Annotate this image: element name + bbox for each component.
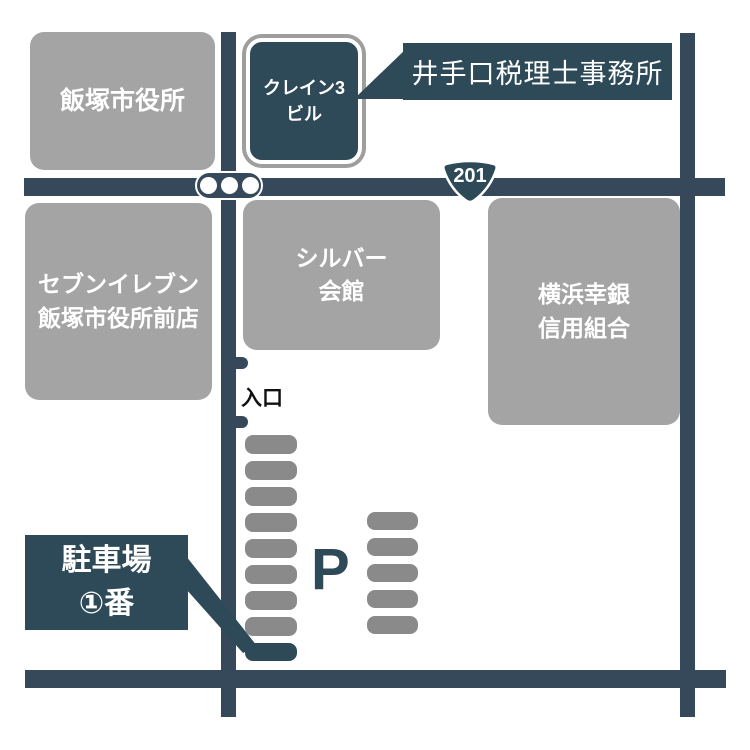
parking-number-label: 駐車場 ①番 (25, 535, 188, 630)
route-201-badge-icon: 201 (442, 159, 498, 204)
building-label-line1: シルバー (295, 244, 388, 271)
parking-p-symbol: P (311, 537, 350, 602)
parking-space (245, 487, 297, 506)
building-label-line1: セブンイレブン (38, 271, 199, 298)
office-name-text: 井手口税理士事務所 (411, 59, 664, 89)
building-yokohama-kougin-bank: 横浜幸銀 信用組合 (488, 198, 680, 425)
parking-space-reserved-1 (245, 643, 297, 661)
parking-space (245, 617, 297, 636)
road-horizontal-top (24, 178, 725, 196)
building-silver-kaikan: シルバー 会館 (243, 200, 440, 350)
building-label-line1: クレイン3 (262, 77, 345, 98)
building-crane3: クレイン3 ビル (246, 38, 362, 164)
entrance-stub-bottom (233, 416, 248, 428)
entrance-stub-top (233, 357, 248, 369)
parking-column-left (245, 435, 297, 661)
parking-label-line2: ①番 (78, 586, 135, 620)
entrance-label: 入口 (241, 387, 283, 410)
signal-bulb-icon (241, 177, 259, 194)
parking-column-right (367, 512, 418, 634)
road-vertical-left (221, 32, 236, 717)
office-name-label: 井手口税理士事務所 (403, 43, 672, 100)
parking-space (367, 564, 418, 582)
building-label-line1: 横浜幸銀 (538, 281, 630, 308)
building-label-line2: 会館 (318, 278, 365, 304)
parking-space (245, 591, 297, 610)
building-label-line2: 飯塚市役所前店 (38, 304, 199, 331)
route-badge-shape (442, 159, 498, 204)
traffic-signal-icon (195, 171, 263, 200)
building-iizuka-city-hall: 飯塚市役所 (30, 32, 215, 170)
building-seven-eleven: セブンイレブン 飯塚市役所前店 (25, 203, 212, 400)
signal-bulb-icon (199, 177, 217, 194)
building-label: 飯塚市役所 (59, 86, 185, 115)
parking-space (367, 512, 418, 530)
parking-space (245, 513, 297, 532)
parking-space (367, 590, 418, 608)
parking-space (245, 539, 297, 558)
road-horizontal-bottom (25, 670, 726, 688)
parking-space (367, 538, 418, 556)
parking-label-line1: 駐車場 (61, 543, 152, 577)
road-vertical-right (680, 33, 695, 717)
building-label-line2: ビル (286, 104, 322, 124)
parking-space (245, 461, 297, 480)
building-label-line2: 信用組合 (538, 314, 630, 341)
parking-space (245, 565, 297, 584)
route-number: 201 (453, 165, 486, 187)
signal-bulb-icon (220, 177, 238, 194)
parking-space (245, 435, 297, 454)
parking-space (367, 616, 418, 634)
